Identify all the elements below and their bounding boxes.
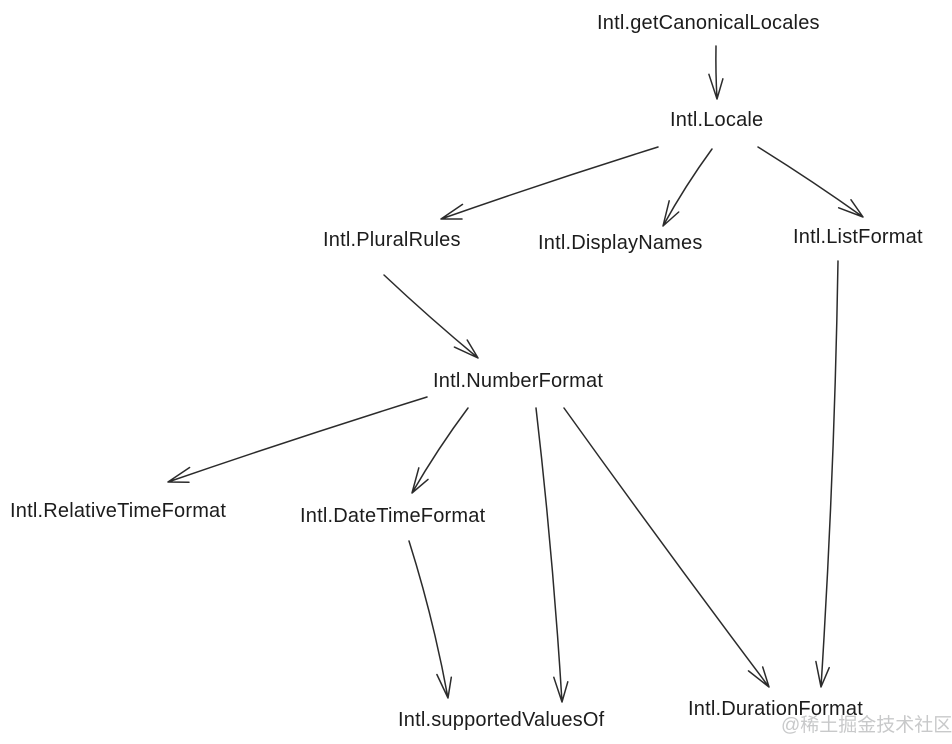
node-list-format: Intl.ListFormat <box>793 226 923 248</box>
node-get-canonical-locales: Intl.getCanonicalLocales <box>597 12 820 34</box>
node-plural-rules: Intl.PluralRules <box>323 229 461 251</box>
node-date-time-format: Intl.DateTimeFormat <box>300 505 486 527</box>
node-number-format: Intl.NumberFormat <box>433 370 604 392</box>
node-locale: Intl.Locale <box>670 109 764 131</box>
edge-plural-rules-number-format <box>383 274 479 359</box>
node-supported-values-of: Intl.supportedValuesOf <box>398 709 605 731</box>
node-relative-time-format: Intl.RelativeTimeFormat <box>10 500 227 522</box>
edge-date-time-format-supported-values-of <box>408 540 453 699</box>
edge-number-format-duration-format <box>563 407 770 688</box>
edge-get-canonical-locales-locale <box>708 45 724 100</box>
edge-locale-list-format <box>757 146 864 218</box>
edge-locale-plural-rules <box>440 146 659 220</box>
edge-list-format-duration-format <box>815 260 839 688</box>
edge-locale-display-names <box>662 148 713 227</box>
edge-number-format-relative-time-format <box>167 396 428 483</box>
node-display-names: Intl.DisplayNames <box>538 232 703 254</box>
watermark: @稀土掘金技术社区 <box>781 715 952 736</box>
edge-number-format-date-time-format <box>411 407 469 494</box>
edge-number-format-supported-values-of <box>535 407 569 703</box>
node-duration-format: Intl.DurationFormat <box>688 698 863 720</box>
